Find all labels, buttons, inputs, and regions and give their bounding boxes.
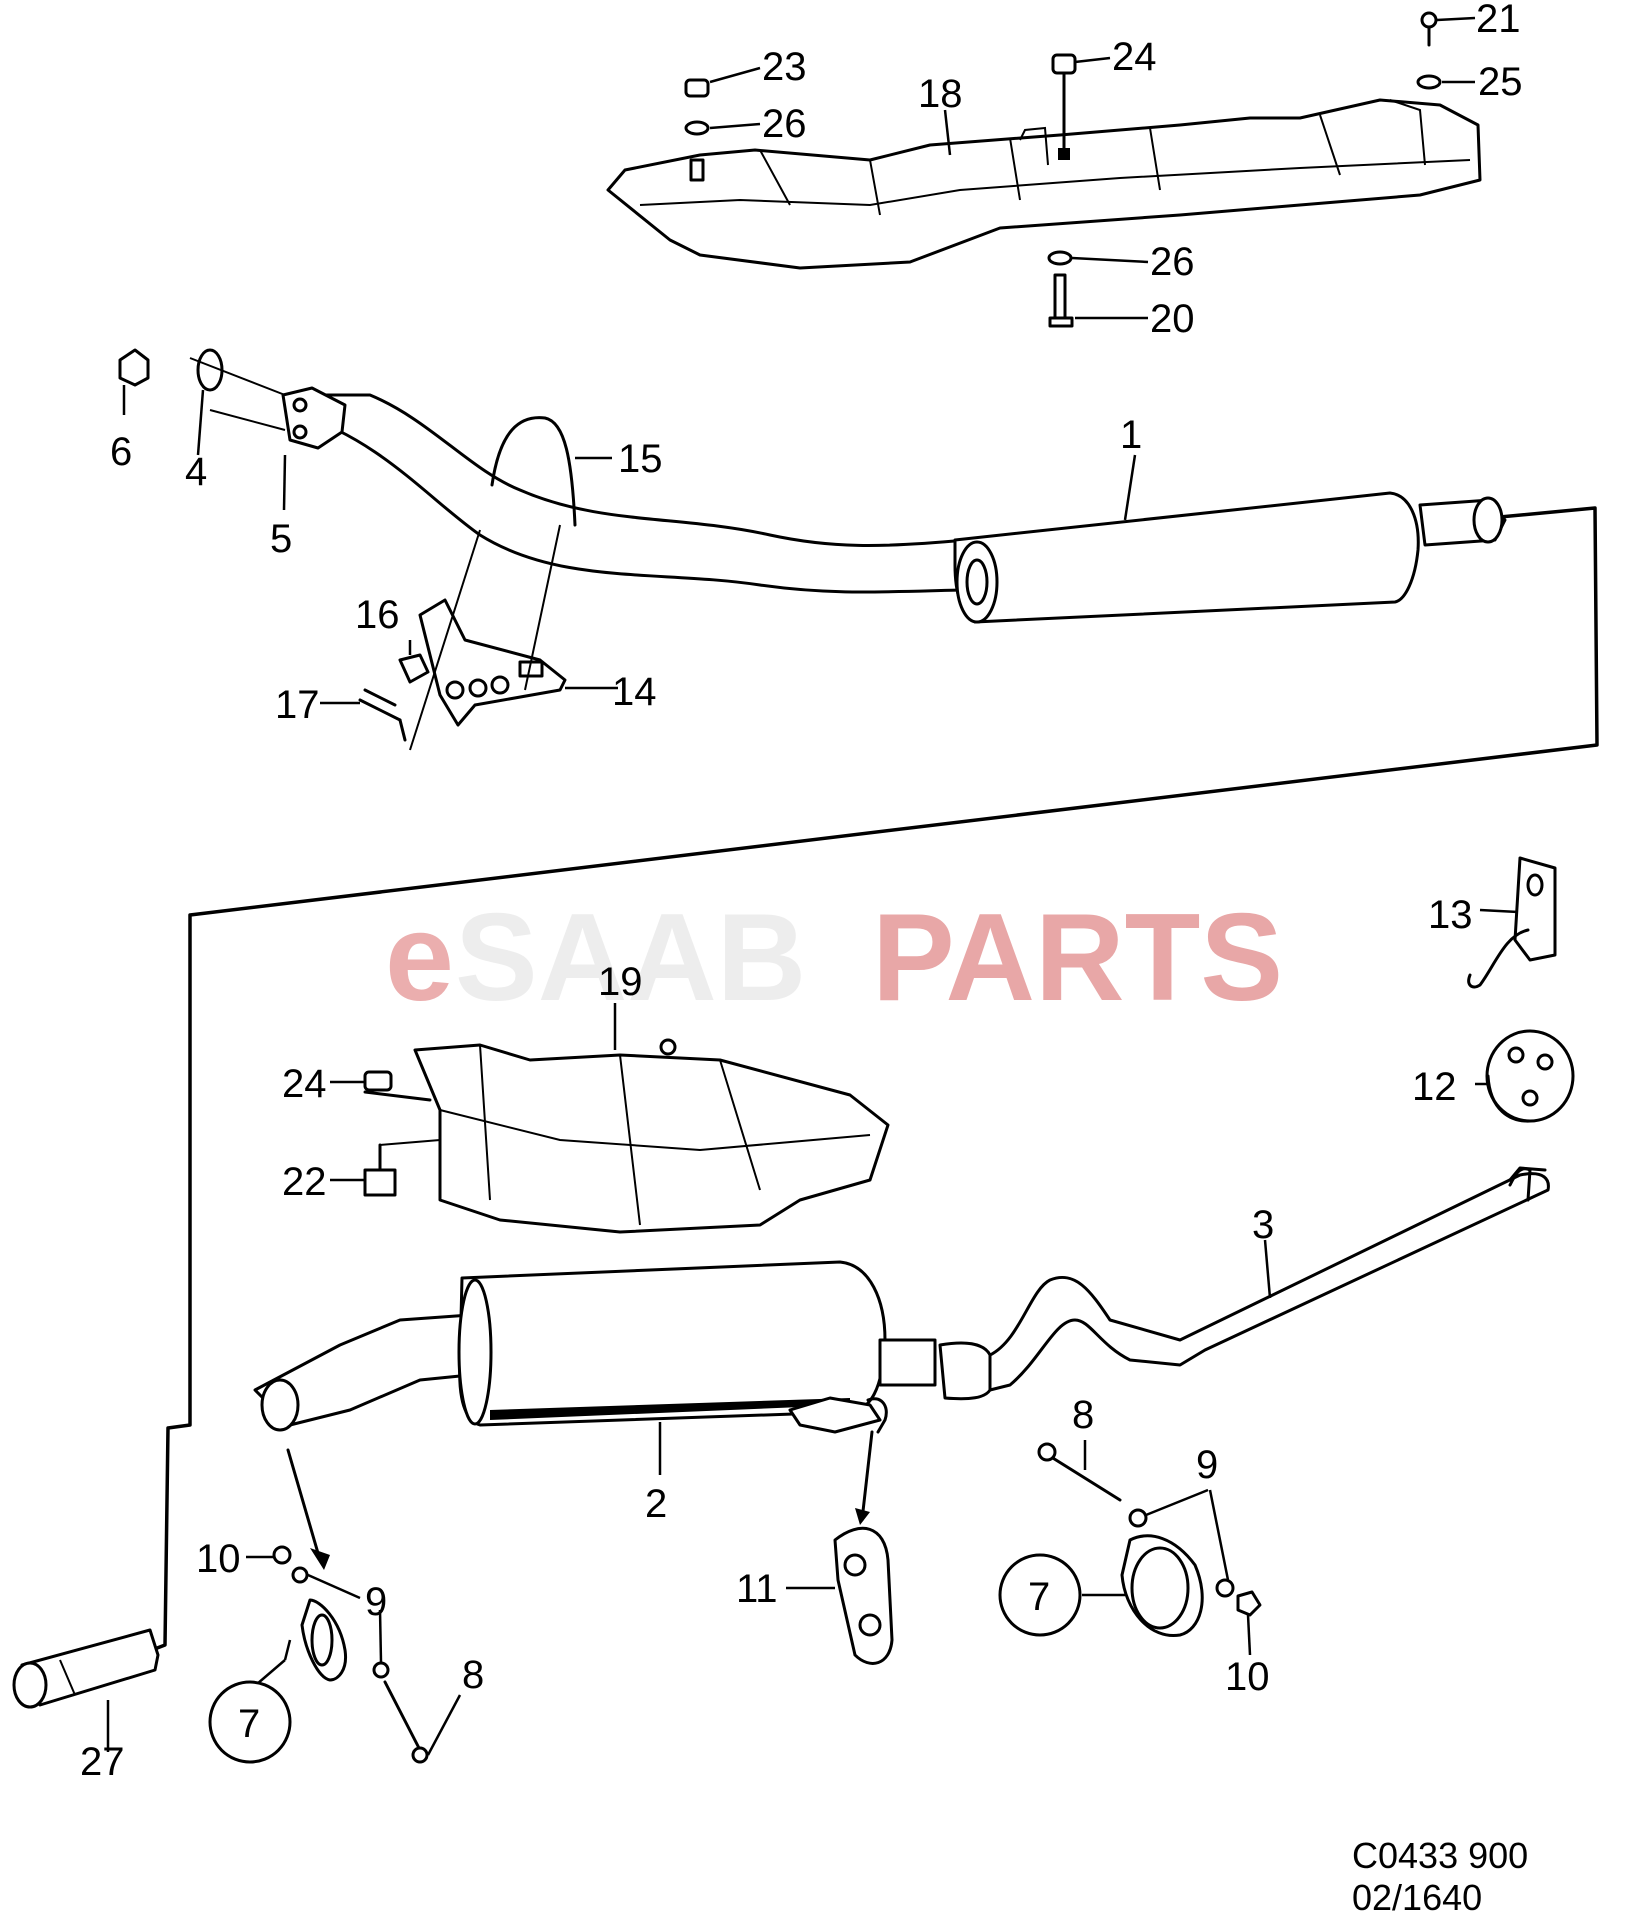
bolt-20 [1053, 273, 1067, 320]
clamp-set-right [1037, 1442, 1262, 1638]
heat-shield-lower [413, 1038, 890, 1234]
callout-20: 20 [1150, 297, 1195, 341]
callout-6: 6 [110, 430, 132, 474]
circled-callouts [208, 1553, 1082, 1764]
washer-26-upper [684, 120, 710, 136]
heat-shield-fasteners [684, 11, 1442, 328]
clamp-7-right [1120, 1534, 1204, 1638]
heat-shield-upper [606, 98, 1482, 270]
bolt-8-left [383, 1680, 422, 1752]
clamp-set-left [272, 1448, 429, 1764]
rubber-mount-12 [1485, 1029, 1575, 1123]
nut-10-right [1236, 1590, 1262, 1617]
washer-26-lower [1047, 250, 1073, 266]
callout-7-right: 7 [1028, 1575, 1050, 1619]
callout-2: 2 [645, 1482, 667, 1526]
nut-24-upper [1051, 53, 1077, 75]
callout-9-left: 9 [365, 1580, 387, 1624]
callout-3: 3 [1252, 1203, 1274, 1247]
watermark-prefix: e [385, 889, 454, 1027]
bolt-8-right [1046, 1453, 1122, 1502]
stud-upper-left [689, 158, 705, 182]
washer-9-left-top [291, 1566, 309, 1584]
callout-24-lower: 24 [282, 1062, 327, 1106]
callout-10-left: 10 [196, 1537, 241, 1581]
watermark: e SAAB PARTS [385, 889, 1283, 1027]
callout-15: 15 [618, 437, 663, 481]
nut-24-lower [363, 1070, 393, 1092]
bolt-22 [363, 1168, 397, 1197]
callout-9-right: 9 [1196, 1443, 1218, 1487]
callout-12: 12 [1412, 1065, 1457, 1109]
nut-10-left [272, 1545, 292, 1565]
front-hanger-assembly [358, 416, 577, 751]
callout-27: 27 [80, 1740, 125, 1784]
washer-9-right-top [1128, 1508, 1148, 1528]
callout-18: 18 [918, 72, 963, 116]
front-pipe-with-silencer [281, 386, 1507, 624]
callout-14: 14 [612, 670, 657, 714]
rear-muffler [253, 1260, 937, 1434]
callout-24-upper: 24 [1112, 35, 1157, 79]
leader-lines [106, 16, 1519, 1756]
callout-4: 4 [185, 450, 207, 494]
callout-22: 22 [282, 1160, 327, 1204]
washer-9-right-bottom [1215, 1578, 1235, 1598]
callout-13: 13 [1428, 893, 1473, 937]
assembly-frame [151, 506, 1599, 1652]
tail-extension [12, 1628, 160, 1709]
nut-16 [398, 653, 430, 684]
callout-1: 1 [1120, 413, 1142, 457]
drawing-code-revision: 02/1640 [1352, 1877, 1482, 1917]
nut-6 [118, 348, 150, 387]
bolt-17 [358, 688, 402, 722]
callout-circle-7-left [208, 1680, 292, 1764]
callout-17: 17 [275, 683, 320, 727]
callout-8-right: 8 [1072, 1393, 1094, 1437]
washer-9-left-bottom [372, 1661, 390, 1679]
callout-19: 19 [598, 960, 643, 1004]
callout-7-left: 7 [238, 1702, 260, 1746]
callout-10-right: 10 [1225, 1655, 1270, 1699]
callout-circle-7-right [998, 1553, 1082, 1637]
screw-21 [1420, 11, 1438, 29]
callout-26-lower: 26 [1150, 240, 1195, 284]
callout-11: 11 [736, 1567, 778, 1611]
watermark-suffix: PARTS [872, 889, 1283, 1027]
clamp-7-left [300, 1598, 348, 1682]
callout-26-upper: 26 [762, 102, 807, 146]
washer-25 [1416, 74, 1442, 90]
tail-pipe [938, 1166, 1550, 1401]
rubber-hanger-11 [833, 1430, 894, 1665]
lower-shield-fasteners [363, 1070, 441, 1197]
callout-21: 21 [1476, 0, 1521, 41]
callout-16: 16 [355, 593, 400, 637]
callout-8-left: 8 [462, 1653, 484, 1697]
drawing-code: C0433 900 02/1640 [1352, 1835, 1528, 1917]
watermark-brand: SAAB [455, 889, 806, 1027]
drawing-code-number: C0433 900 [1352, 1835, 1528, 1876]
flange-hardware [118, 348, 286, 431]
callout-5: 5 [270, 517, 292, 561]
callout-25: 25 [1478, 60, 1523, 104]
hanger-bracket-13 [1467, 856, 1557, 989]
nut-23 [684, 78, 710, 98]
callout-labels: 1 2 3 4 5 6 7 7 8 8 9 9 10 10 11 12 13 1… [80, 0, 1523, 1784]
callout-23: 23 [762, 45, 807, 89]
